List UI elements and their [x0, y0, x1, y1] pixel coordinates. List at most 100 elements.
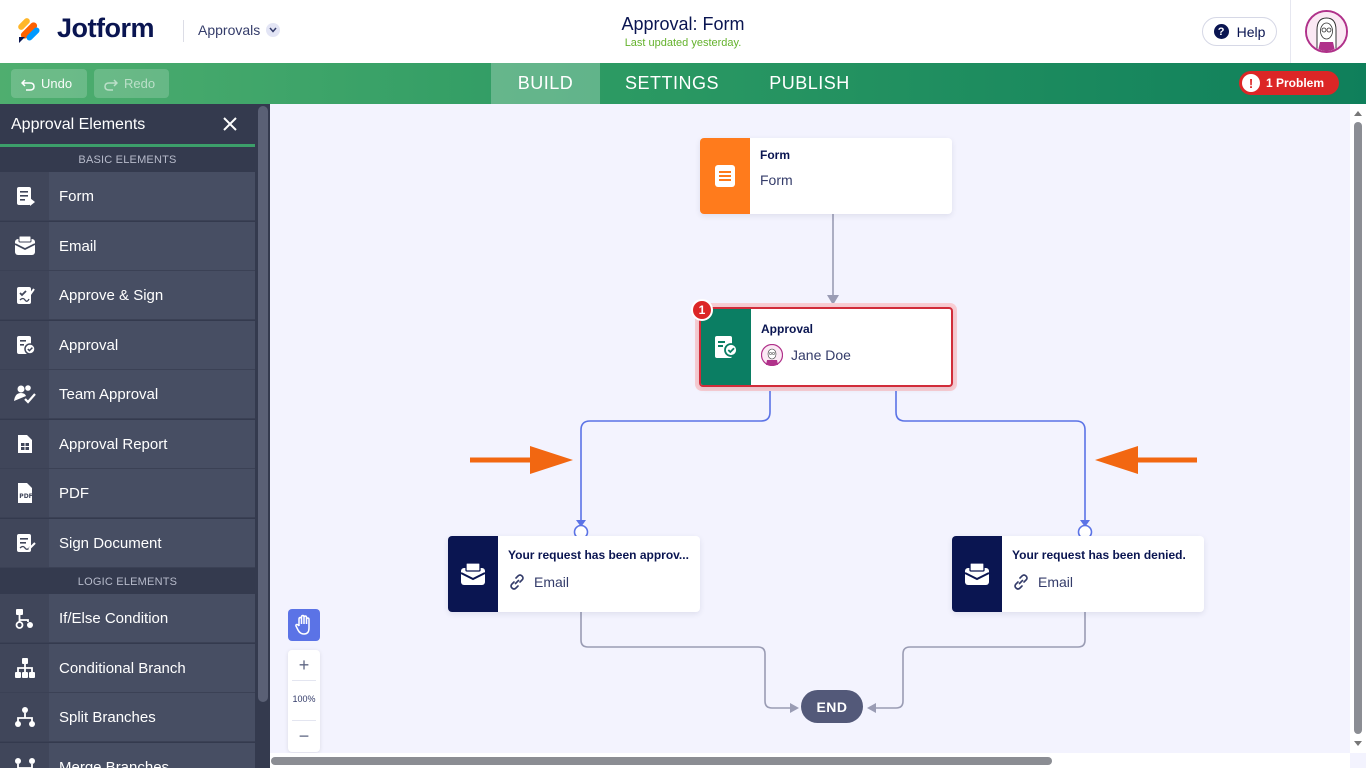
basic-elements-heading: BASIC ELEMENTS: [78, 154, 177, 166]
approve-sign-icon: [16, 287, 35, 304]
sidebar-item-sign-document[interactable]: Sign Document: [0, 519, 255, 568]
sidebar-item-approval[interactable]: Approval: [0, 321, 255, 370]
problem-label: 1 Problem: [1266, 76, 1325, 90]
form-node[interactable]: Form Form: [700, 138, 952, 214]
top-header: Jotform Approvals Approval: Form Last up…: [0, 0, 1366, 63]
sidebar-header: Approval Elements: [0, 104, 255, 147]
sidebar-item-label: Split Branches: [59, 708, 156, 726]
redo-button[interactable]: Redo: [94, 69, 169, 98]
question-icon: ?: [1213, 24, 1229, 39]
app-switcher-label: Approvals: [198, 22, 261, 38]
link-icon: [510, 574, 524, 590]
sidebar-item-conditional-branch[interactable]: Conditional Branch: [0, 644, 255, 693]
assignee-avatar-icon: [761, 344, 783, 366]
sidebar-item-email[interactable]: Email: [0, 222, 255, 271]
email-approved-title: Your request has been approv...: [508, 548, 689, 562]
team-approval-icon: [13, 385, 36, 404]
chevron-down-icon: [266, 23, 281, 37]
form-node-icon: [700, 138, 750, 214]
sidebar-item-label: Team Approval: [59, 385, 159, 403]
approval-node[interactable]: Approval Jane Doe: [699, 307, 953, 387]
merge-branches-icon: [14, 758, 35, 768]
problem-count-badge: 1: [691, 299, 713, 321]
approval-node-icon: [701, 309, 751, 385]
sidebar-item-team-approval[interactable]: Team Approval: [0, 370, 255, 419]
redo-label: Redo: [124, 76, 156, 91]
canvas-horizontal-scroll-thumb[interactable]: [271, 757, 1052, 765]
email-denied-node[interactable]: Your request has been denied. Email: [952, 536, 1204, 612]
help-button[interactable]: ? Help: [1202, 17, 1277, 46]
zoom-in-button[interactable]: +: [298, 654, 310, 675]
sign-document-icon: [16, 534, 36, 552]
zoom-out-button[interactable]: −: [298, 725, 310, 746]
help-label: Help: [1236, 23, 1266, 40]
email-approved-subtitle: Email: [534, 574, 570, 590]
email-approved-node[interactable]: Your request has been approv... Email: [448, 536, 700, 612]
sidebar-item-label: Approval Report: [59, 435, 168, 453]
sidebar-item-label: Email: [59, 237, 97, 255]
sidebar-item-label: Sign Document: [59, 534, 162, 552]
page-title: Approval: Form: [621, 14, 745, 34]
undo-icon: [21, 78, 35, 91]
split-branches-icon: [14, 707, 35, 727]
approval-icon: [16, 336, 36, 355]
scroll-down-arrow-icon[interactable]: [1353, 740, 1363, 748]
logic-elements-heading: LOGIC ELEMENTS: [77, 576, 178, 588]
jotform-logo-icon[interactable]: [17, 15, 45, 43]
sidebar-item-label: Merge Branches: [59, 758, 170, 768]
elements-sidebar: Approval Elements BASIC ELEMENTS Form Em…: [0, 104, 270, 768]
avatar-divider: [1290, 0, 1291, 63]
sidebar-scrollbar-thumb[interactable]: [258, 106, 268, 702]
email-denied-title: Your request has been denied.: [1012, 548, 1186, 562]
sidebar-item-label: If/Else Condition: [59, 609, 169, 627]
tab-build[interactable]: BUILD: [491, 63, 600, 104]
workflow-canvas[interactable]: [270, 104, 1366, 768]
sidebar-item-label: Approval: [59, 336, 119, 354]
form-node-subtitle: Form: [760, 172, 793, 188]
scroll-up-arrow-icon[interactable]: [1353, 109, 1363, 117]
sidebar-item-approve-sign[interactable]: Approve & Sign: [0, 271, 255, 320]
report-icon: [17, 435, 32, 453]
end-node[interactable]: END: [801, 690, 863, 723]
hand-icon: [295, 614, 310, 635]
email-node-icon: [448, 536, 498, 612]
alert-icon: !: [1242, 74, 1260, 92]
redo-icon: [104, 78, 118, 91]
svg-text:PDF: PDF: [19, 493, 32, 500]
header-divider: [183, 20, 184, 42]
link-icon: [1014, 574, 1028, 590]
undo-button[interactable]: Undo: [11, 69, 87, 98]
sidebar-item-label: Conditional Branch: [59, 659, 186, 677]
sidebar-item-approval-report[interactable]: Approval Report: [0, 420, 255, 469]
app-switcher[interactable]: Approvals: [198, 22, 281, 38]
approval-node-title: Approval: [761, 322, 814, 336]
email-denied-subtitle: Email: [1038, 574, 1074, 590]
sidebar-item-pdf[interactable]: PDF PDF: [0, 469, 255, 518]
sidebar-title: Approval Elements: [11, 116, 146, 133]
problem-badge-button[interactable]: ! 1 Problem: [1239, 71, 1339, 95]
zoom-level: 100%: [292, 694, 316, 704]
close-icon[interactable]: [220, 114, 240, 134]
tab-settings[interactable]: SETTINGS: [624, 73, 719, 93]
sidebar-item-label: PDF: [59, 484, 89, 502]
sidebar-item-form[interactable]: Form: [0, 172, 255, 221]
sidebar-item-label: Approve & Sign: [59, 286, 164, 304]
canvas-vertical-scroll-thumb[interactable]: [1354, 122, 1362, 734]
if-else-icon: [15, 609, 33, 629]
logo-text[interactable]: Jotform: [57, 13, 155, 43]
sidebar-item-if-else[interactable]: If/Else Condition: [0, 594, 255, 643]
pan-tool-button[interactable]: [288, 609, 320, 641]
pdf-icon: PDF: [17, 483, 32, 503]
sidebar-item-merge-branches[interactable]: Merge Branches: [0, 743, 255, 768]
left-arrow-annotation: [1095, 446, 1138, 474]
zoom-divider: [292, 680, 316, 681]
sidebar-item-label: Form: [59, 187, 94, 205]
right-arrow-annotation: [530, 446, 573, 474]
email-node-icon: [952, 536, 1002, 612]
sidebar-item-split-branches[interactable]: Split Branches: [0, 693, 255, 742]
last-updated-text: Last updated yesterday.: [624, 37, 742, 49]
user-avatar[interactable]: [1305, 10, 1348, 53]
tab-publish[interactable]: PUBLISH: [769, 73, 850, 93]
conditional-branch-icon: [14, 658, 35, 678]
